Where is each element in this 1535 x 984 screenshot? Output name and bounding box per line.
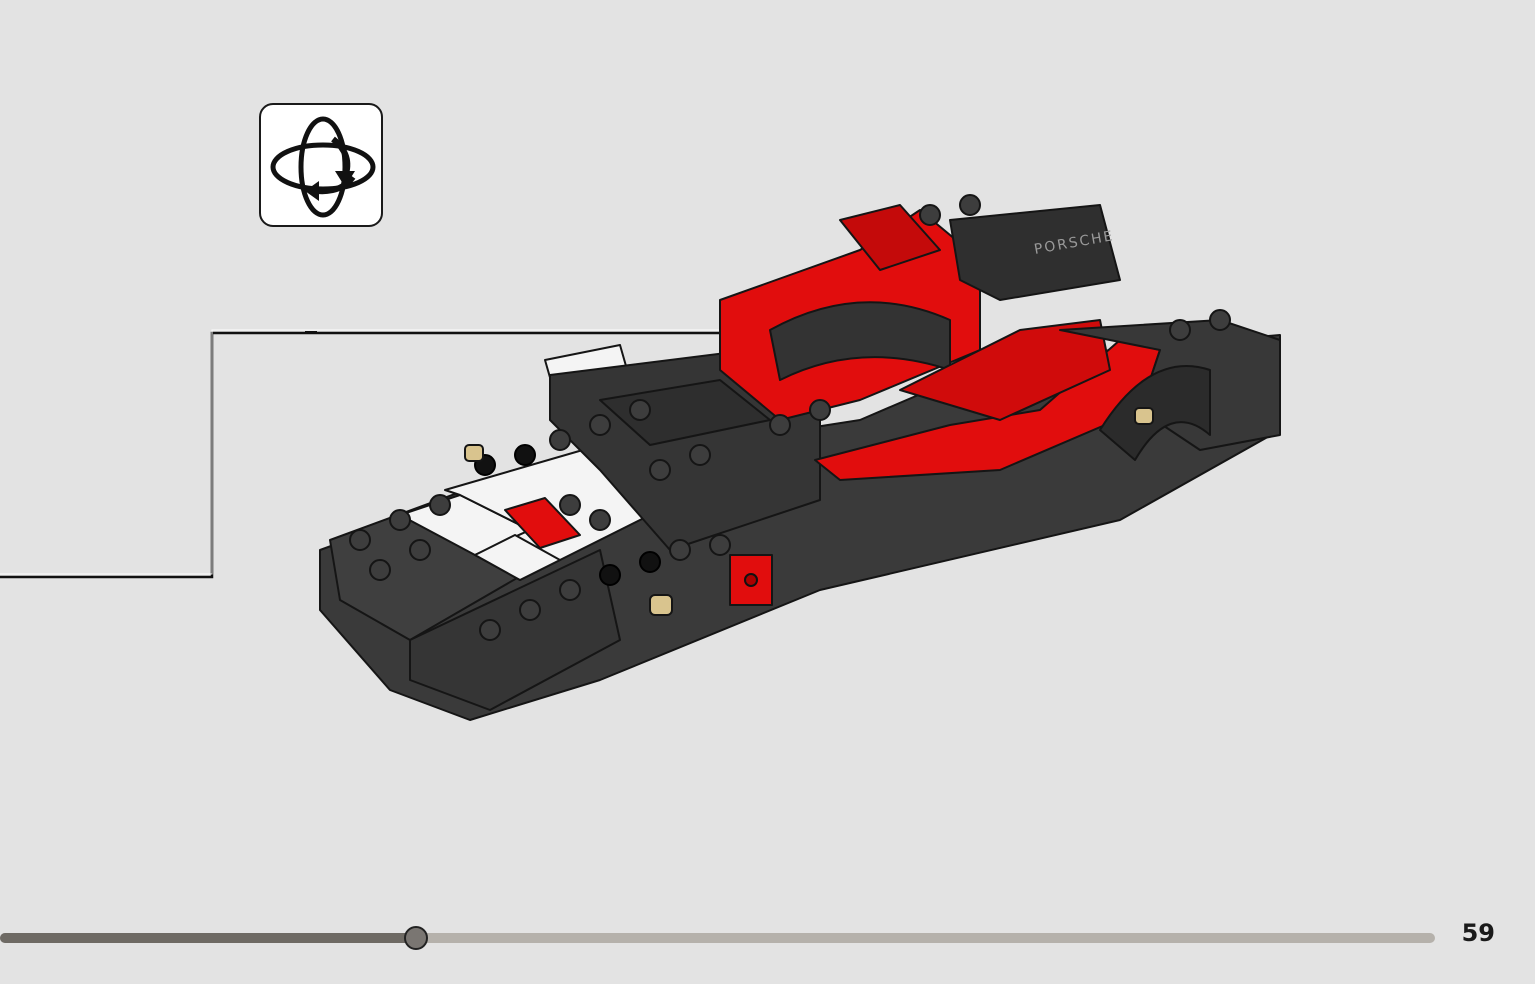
progress-bar-fill	[0, 933, 417, 943]
progress-bar-knob	[404, 926, 429, 950]
progress-bar	[0, 926, 1435, 950]
rotate-model-icon-box	[259, 103, 383, 227]
lego-car-model: PORSCHE	[319, 194, 1281, 721]
rotate-icon	[270, 116, 376, 218]
page-number: 59	[1461, 919, 1495, 947]
